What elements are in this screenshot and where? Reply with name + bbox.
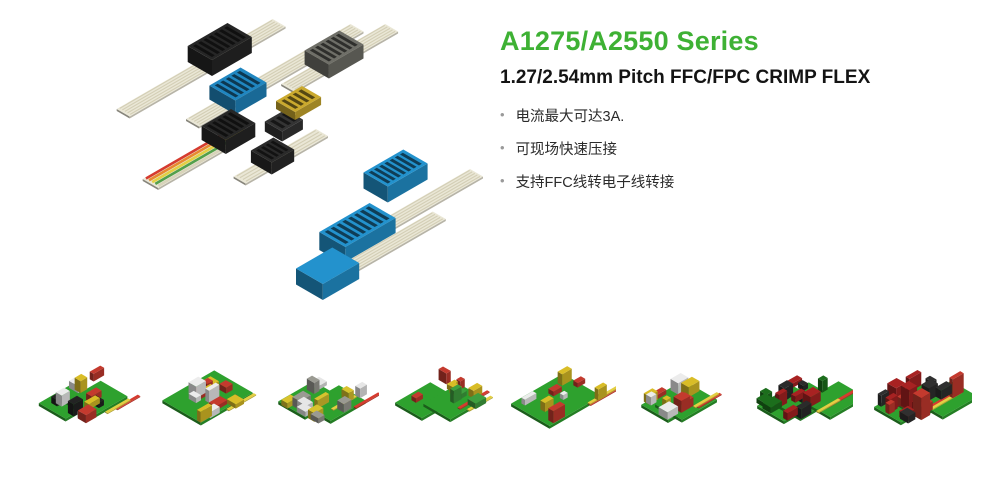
series-title: A1275/A2550 Series [500, 26, 759, 56]
pcb-assembly-sample-8 [858, 346, 972, 458]
pcb-assembly-sample-3 [265, 346, 380, 458]
pcb-assembly-sample-7 [739, 346, 854, 458]
pcb-assembly-sample-1 [28, 346, 142, 458]
product-gallery [28, 336, 972, 468]
pcb-assembly-illustration [756, 375, 854, 425]
pcb-assembly-sample-2 [147, 346, 261, 458]
pcb-assembly-illustration [511, 366, 617, 429]
pcb-assembly-illustration [394, 366, 493, 423]
pcb-assembly-illustration [874, 370, 972, 426]
bullet-icon: • [500, 173, 505, 188]
bullet-icon: • [500, 107, 505, 122]
feature-text: 支持FFC线转电子线转接 [515, 175, 675, 191]
pcb-assembly-illustration [641, 373, 722, 424]
product-info: A1275/A2550 Series 1.27/2.54mm Pitch FFC… [500, 26, 980, 204]
pcb-assembly-sample-6 [621, 346, 735, 458]
pcb-assembly-sample-4 [384, 346, 498, 458]
product-subtitle: 1.27/2.54mm Pitch FFC/FPC CRIMP FLEX [500, 67, 871, 88]
feature-item: • 支持FFC线转电子线转接 [500, 171, 980, 192]
feature-text: 电流最大可达3A. [515, 109, 625, 125]
pcb-assembly-illustration [161, 370, 256, 426]
feature-text: 可现场快速压接 [515, 142, 618, 158]
pcb-assembly-sample-5 [502, 346, 617, 458]
ffc-connector-illustration [116, 19, 483, 300]
pcb-assembly-illustration [38, 365, 141, 424]
feature-list: • 电流最大可达3A. • 可现场快速压接 • 支持FFC线转电子线转接 [500, 105, 980, 192]
pcb-assembly-illustration [278, 375, 380, 424]
bullet-icon: • [500, 140, 505, 155]
feature-item: • 可现场快速压接 [500, 138, 980, 159]
feature-item: • 电流最大可达3A. [500, 105, 980, 126]
